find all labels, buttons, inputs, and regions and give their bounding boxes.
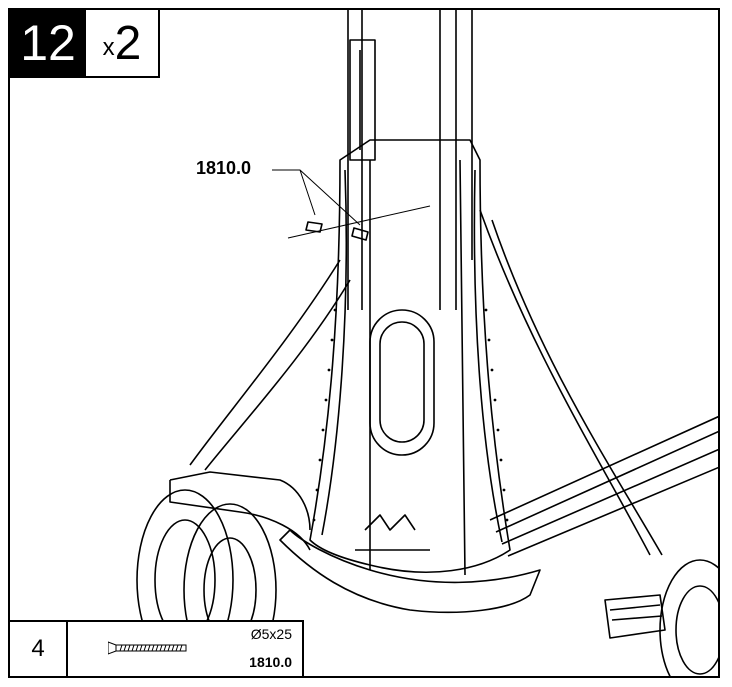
base-rail xyxy=(489,415,718,557)
step-number: 12 xyxy=(10,10,86,76)
central-column xyxy=(309,139,511,573)
part-ref: 1810.0 xyxy=(249,654,292,670)
column-face xyxy=(321,169,503,543)
step-multiplier-value: 2 xyxy=(114,16,142,70)
brand-logo xyxy=(355,514,430,551)
screw-axis-line xyxy=(287,205,431,239)
callout-part-ref: 1810.0 xyxy=(196,158,252,178)
screw-icon xyxy=(108,641,187,655)
slot-handle xyxy=(369,309,435,456)
screw-right xyxy=(351,227,369,241)
left-strap xyxy=(189,259,351,471)
right-wheel xyxy=(659,559,718,676)
top-bracket xyxy=(349,39,376,161)
step-multiplier-prefix: x xyxy=(102,34,115,61)
part-quantity: 4 xyxy=(10,622,68,676)
part-cell: Ø5x25 1810.0 xyxy=(68,622,302,676)
part-dimension: Ø5x25 xyxy=(250,626,292,642)
right-strap xyxy=(479,209,663,556)
base-housing xyxy=(279,529,541,614)
screw-left xyxy=(305,221,323,233)
parts-table: 4 Ø5x25 1810.0 xyxy=(10,620,304,676)
callout-leader xyxy=(272,169,361,226)
left-axle-arm xyxy=(169,471,311,551)
assembly-drawing xyxy=(136,10,718,676)
foot-pedal xyxy=(604,594,666,639)
column-inner xyxy=(369,159,466,576)
